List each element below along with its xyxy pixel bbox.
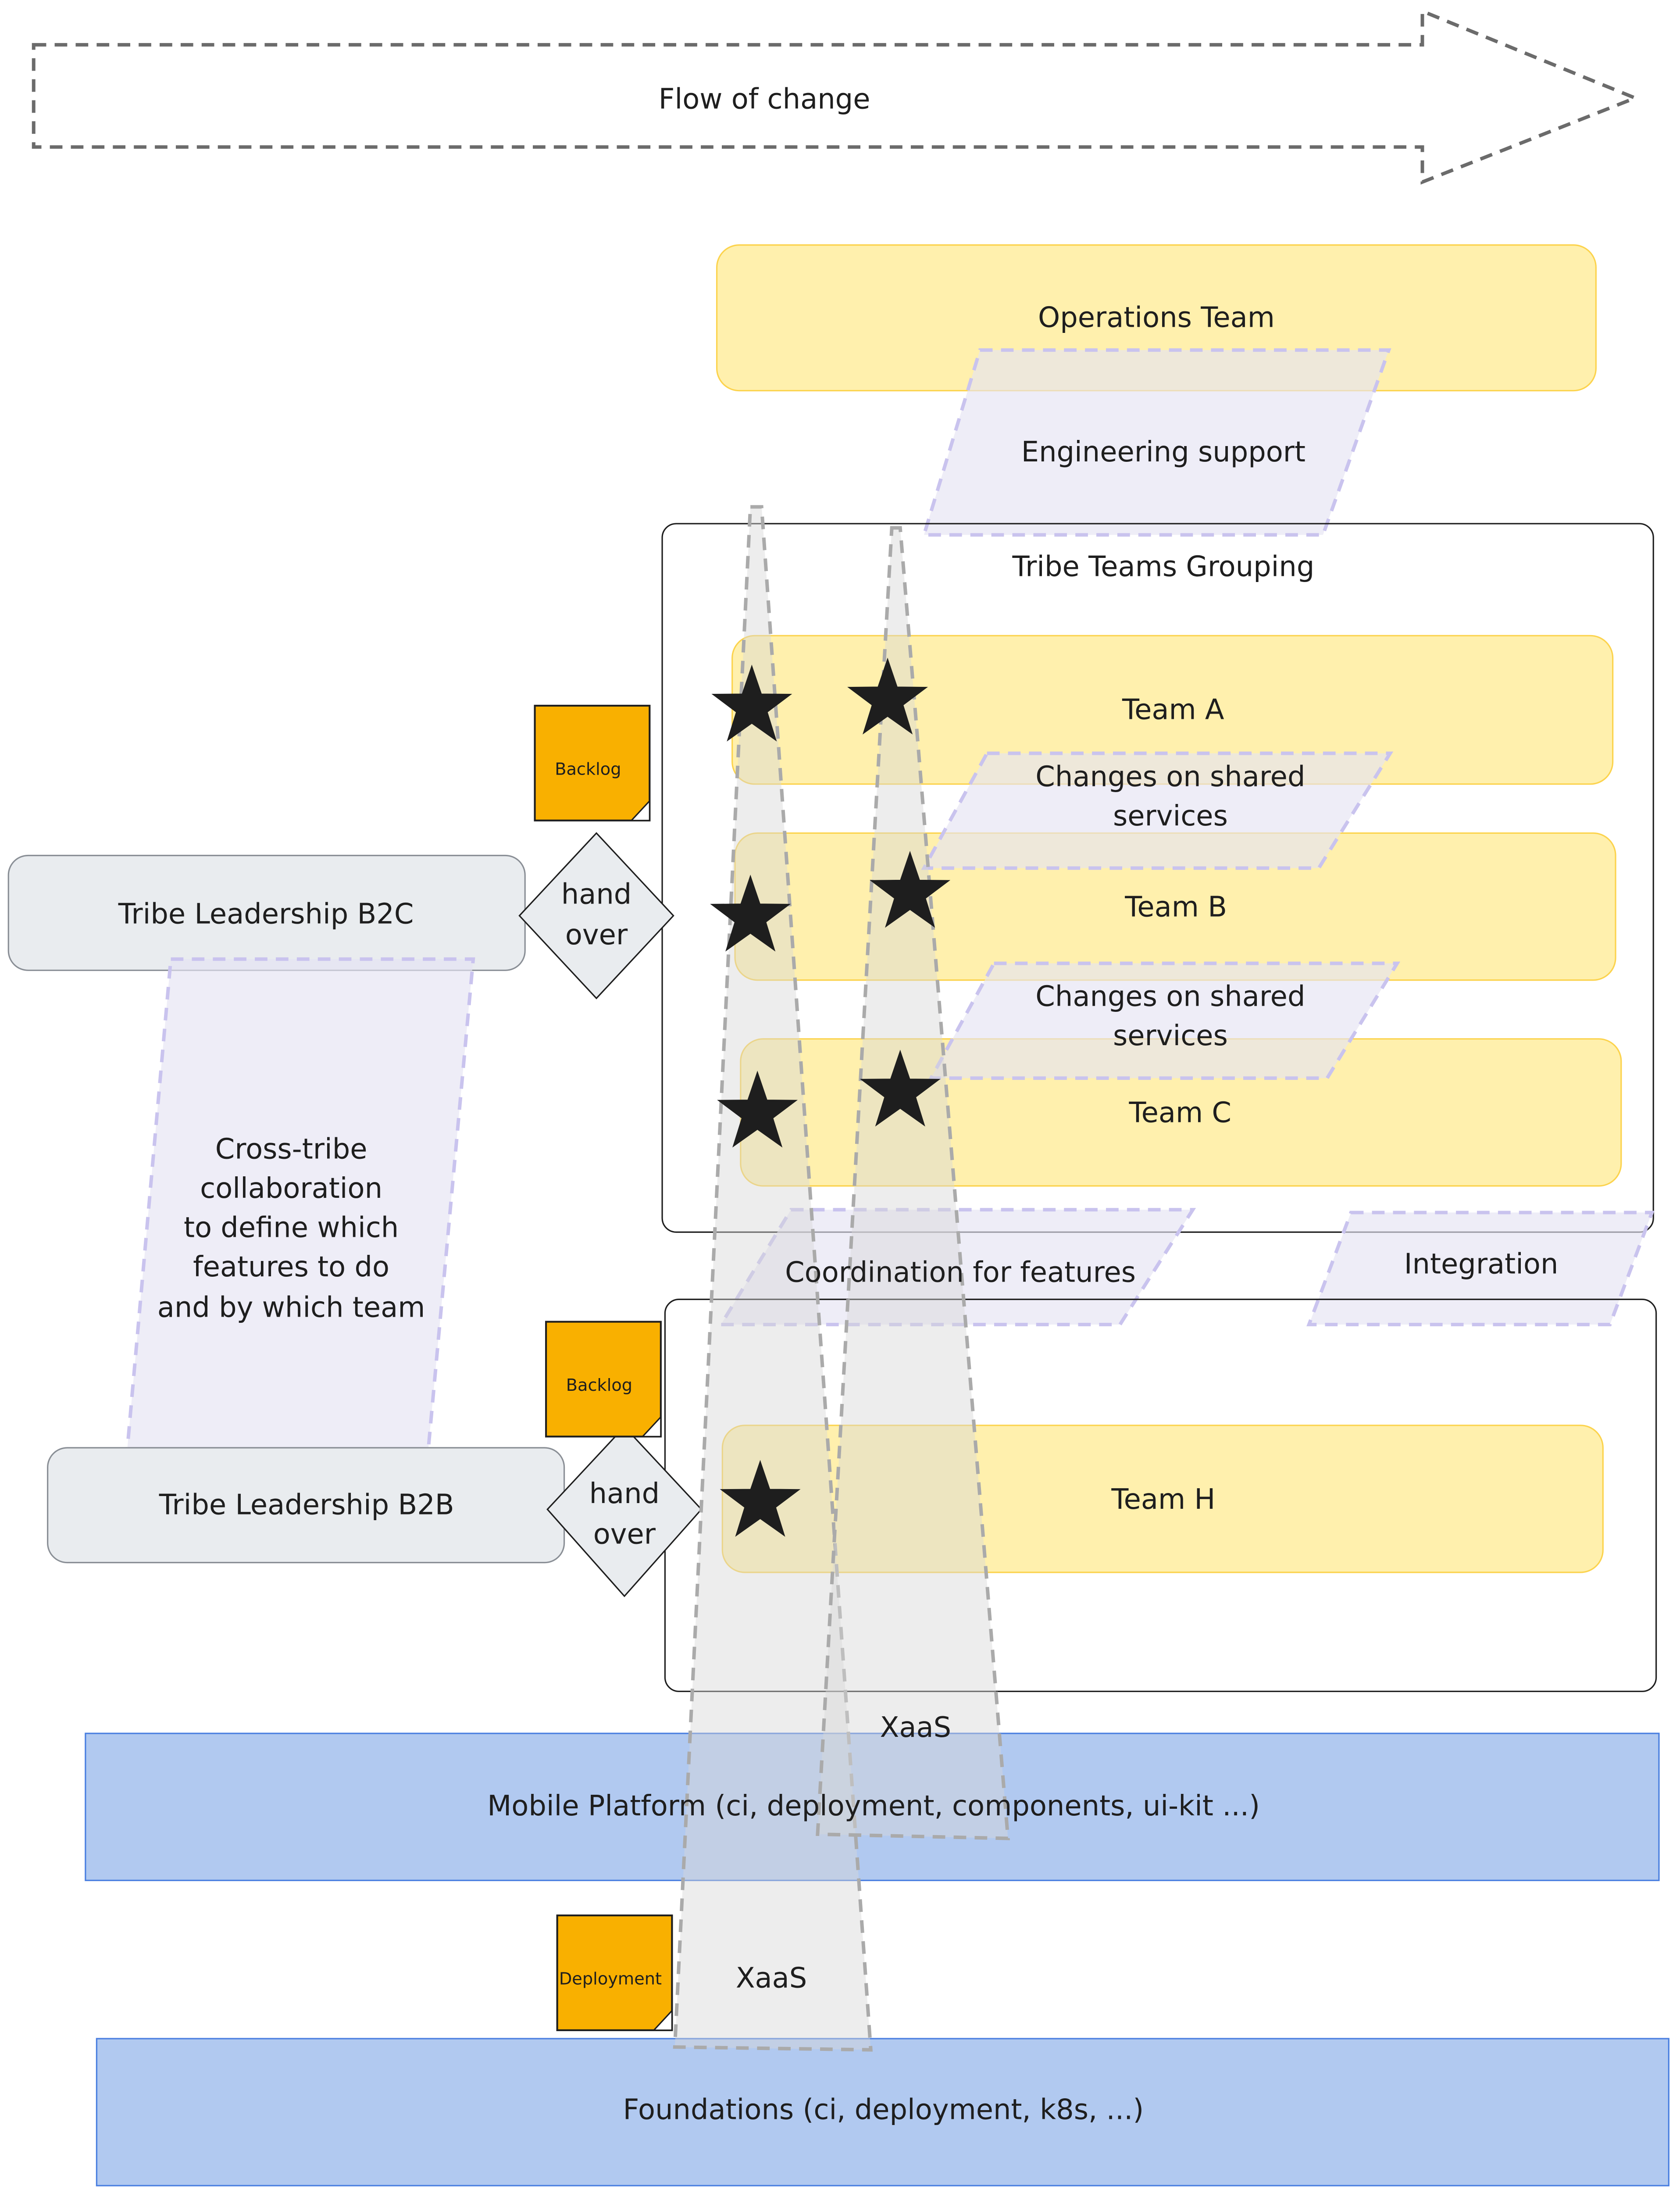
foundations-label: Foundations (ci, deployment, k8s, ...): [623, 2094, 1144, 2126]
note-fold-icon: [641, 1415, 662, 1437]
handover-b2c-line2: over: [565, 919, 628, 951]
team-a-label: Team A: [1122, 693, 1224, 726]
mobile-platform-label: Mobile Platform (ci, deployment, compone…: [487, 1790, 1260, 1822]
star-icon: [710, 875, 791, 952]
team-h-label: Team H: [1111, 1483, 1215, 1516]
shared-changes-2-line1: Changes on shared: [1035, 981, 1305, 1013]
tribe-leadership-b2c-label: Tribe Leadership B2C: [118, 898, 414, 930]
handover-b2b-line1: hand: [589, 1478, 660, 1510]
note-fold-icon: [652, 2009, 673, 2031]
integration-shape[interactable]: [1306, 1211, 1655, 1326]
handover-diamond-b2b[interactable]: [546, 1425, 703, 1597]
xaas-label-mobile: XaaS: [880, 1711, 951, 1744]
star-icon: [847, 657, 928, 735]
shared-changes-1-line2: services: [1113, 800, 1228, 832]
star-markers: [710, 657, 951, 1537]
shared-changes-shape-2[interactable]: [928, 961, 1401, 1080]
change-beam-1: [673, 505, 873, 2052]
note-fold-icon: [630, 799, 650, 821]
star-icon: [717, 1071, 798, 1148]
engineering-support-label: Engineering support: [1021, 436, 1305, 468]
handover-b2c-line1: hand: [561, 879, 632, 911]
team-h-box[interactable]: [721, 1425, 1604, 1573]
flow-arrow: [32, 8, 1640, 185]
shared-changes-1-line1: Changes on shared: [1035, 761, 1305, 793]
flow-label: Flow of change: [659, 83, 870, 115]
tribe-teams-grouping-label: Tribe Teams Grouping: [1012, 551, 1314, 583]
change-beam-2: [816, 526, 1010, 1840]
operations-team-label: Operations Team: [1038, 301, 1275, 334]
foundations-box[interactable]: [96, 2038, 1669, 2186]
star-icon: [720, 1460, 801, 1537]
cross-tribe-line: to define which: [184, 1211, 399, 1244]
backlog-note-b2c[interactable]: [534, 704, 651, 821]
cross-tribe-shape[interactable]: [124, 957, 475, 1465]
team-b-label: Team B: [1124, 891, 1227, 923]
handover-diamond-b2c[interactable]: [518, 832, 674, 1000]
deployment-note-label: Deployment: [559, 1969, 662, 1989]
coordination-label: Coordination for features: [785, 1257, 1136, 1289]
backlog-note-b2b[interactable]: [545, 1321, 662, 1438]
star-icon: [860, 1050, 941, 1127]
cross-tribe-line: collaboration: [200, 1172, 382, 1205]
engineering-support-shape[interactable]: [921, 348, 1391, 537]
handover-b2b-line2: over: [593, 1518, 656, 1551]
team-c-label: Team C: [1128, 1097, 1231, 1129]
tribe-leadership-b2b-label: Tribe Leadership B2B: [159, 1489, 454, 1522]
cross-tribe-line: and by which team: [157, 1291, 425, 1324]
integration-label: Integration: [1404, 1248, 1559, 1280]
star-icon: [870, 850, 951, 928]
mobile-platform-box[interactable]: [85, 1732, 1660, 1881]
backlog-note-b2b-label: Backlog: [566, 1375, 632, 1395]
cross-tribe-line: Cross-tribe: [215, 1133, 367, 1166]
shared-changes-2-line2: services: [1113, 1020, 1228, 1052]
deployment-note[interactable]: [556, 1914, 673, 2031]
xaas-label-foundations: XaaS: [736, 1962, 807, 1995]
cross-tribe-line: features to do: [193, 1251, 389, 1283]
shared-changes-shape-1[interactable]: [921, 751, 1394, 870]
backlog-note-b2c-label: Backlog: [555, 759, 621, 779]
star-icon: [711, 664, 792, 742]
coordination-shape[interactable]: [718, 1208, 1196, 1326]
